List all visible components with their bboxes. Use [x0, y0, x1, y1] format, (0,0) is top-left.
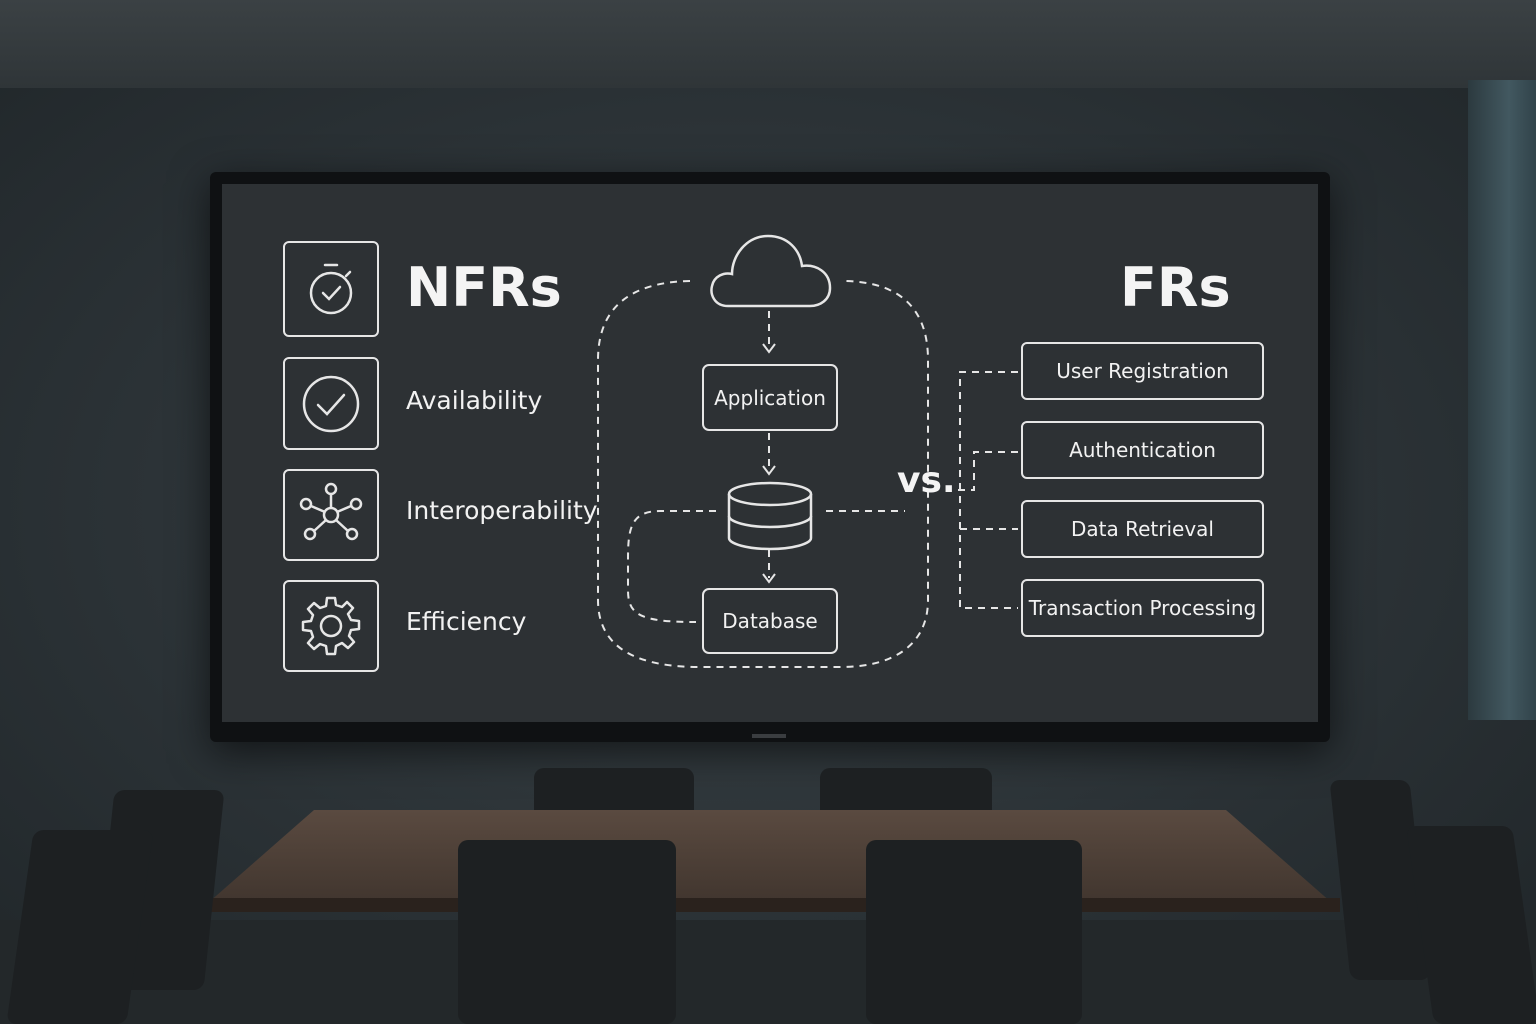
arrow-head-icon — [762, 573, 776, 584]
gear-icon — [301, 596, 361, 656]
nfr-header-icon-box — [283, 241, 379, 337]
vs-label: vs. — [897, 460, 956, 501]
arrow-head-icon — [762, 343, 776, 354]
ceiling — [0, 0, 1536, 88]
nfr-label-interoperability: Interoperability — [406, 496, 598, 525]
display-logo — [752, 734, 786, 738]
fr-bracket-line — [959, 371, 1018, 609]
floor — [0, 920, 1536, 1024]
fr-item-authentication: Authentication — [1021, 421, 1264, 479]
database-cylinder-icon — [727, 481, 813, 551]
side-window — [1468, 80, 1536, 720]
outer-loop-line — [597, 280, 929, 668]
arrow-head-icon — [762, 465, 776, 476]
application-node: Application — [702, 364, 838, 431]
fr-title: FRs — [1120, 256, 1231, 319]
network-nodes-icon — [299, 482, 363, 541]
nfr-title: NFRs — [406, 256, 562, 319]
fr-item-transaction-processing: Transaction Processing — [1021, 579, 1264, 637]
inner-loop-line — [627, 510, 716, 623]
conference-table — [200, 810, 1340, 910]
fr-item-user-registration: User Registration — [1021, 342, 1264, 400]
interoperability-icon-box — [283, 469, 379, 561]
fr-branch-auth — [958, 451, 1018, 491]
table-edge — [200, 898, 1340, 912]
nfr-label-efficiency: Efficiency — [406, 607, 527, 636]
efficiency-icon-box — [283, 580, 379, 672]
checkmark-circle-icon — [302, 375, 360, 432]
fr-item-data-retrieval: Data Retrieval — [1021, 500, 1264, 558]
availability-icon-box — [283, 357, 379, 450]
cloud-icon — [710, 234, 832, 308]
chair-front — [458, 840, 676, 1024]
chair-front — [866, 840, 1082, 1024]
database-node: Database — [702, 588, 838, 654]
stopwatch-icon — [309, 263, 353, 315]
nfr-label-availability: Availability — [406, 386, 543, 415]
